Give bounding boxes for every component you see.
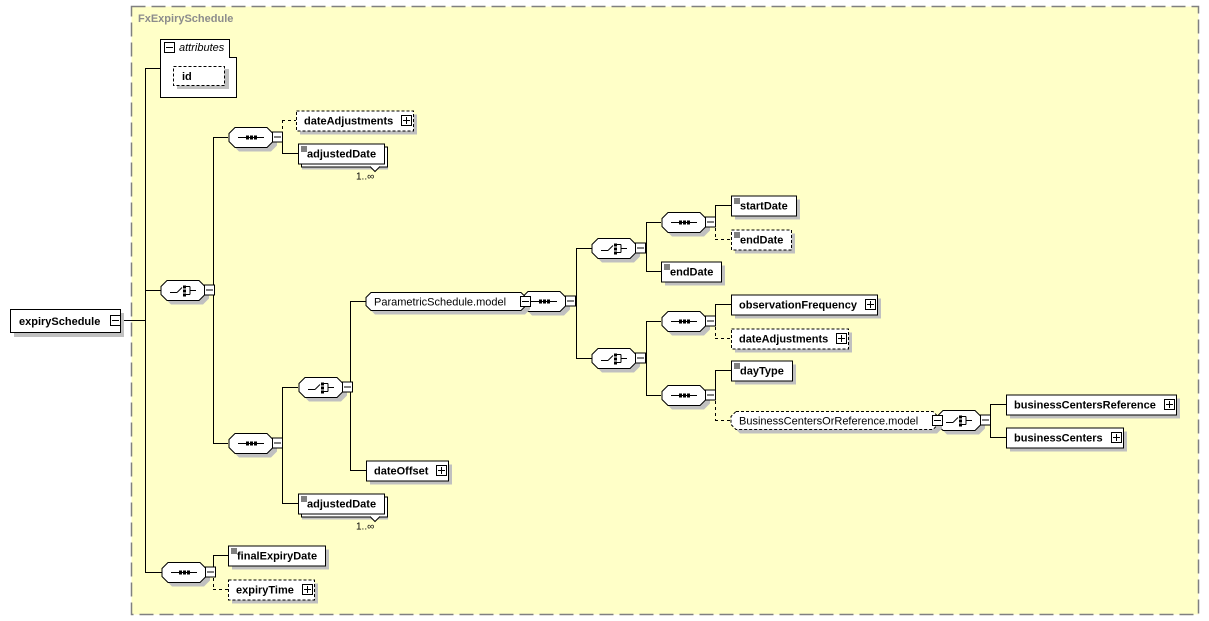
element-expirySchedule[interactable]: expirySchedule [10, 309, 125, 338]
element-businessCenters[interactable]: businessCenters [1006, 427, 1128, 452]
simple-type-icon [734, 363, 740, 369]
svg-text:adjustedDate: adjustedDate [307, 499, 376, 511]
collapse-icon[interactable] [204, 284, 215, 296]
svg-text:BusinessCentersOrReference.mod: BusinessCentersOrReference.model [739, 416, 918, 428]
sequence-compositor[interactable] [228, 127, 283, 152]
sequence-compositor[interactable] [661, 212, 716, 237]
complex-type-box [130, 5, 1200, 616]
element-businessCentersReference[interactable]: businessCentersReference [1006, 394, 1181, 419]
element-adjustedDate_bottom[interactable]: adjustedDate 1..∞ [298, 493, 389, 533]
choice-compositor[interactable] [298, 377, 353, 402]
complex-type-label: FxExpirySchedule [138, 13, 233, 25]
choice-compositor[interactable] [591, 238, 646, 263]
expand-icon[interactable] [436, 465, 447, 476]
collapse-icon[interactable] [932, 415, 943, 426]
sequence-compositor[interactable] [521, 291, 576, 316]
collapse-icon[interactable] [705, 216, 716, 228]
collapse-icon[interactable] [635, 242, 646, 254]
cardinality-label: 1..∞ [356, 172, 374, 183]
sequence-compositor[interactable] [161, 562, 216, 587]
attributes-box: attributes id [160, 39, 237, 98]
svg-text:dateAdjustments: dateAdjustments [739, 334, 828, 346]
collapse-icon[interactable] [205, 566, 216, 578]
svg-text:attributes: attributes [179, 42, 225, 54]
expand-icon[interactable] [302, 584, 313, 595]
simple-type-icon [301, 146, 307, 152]
svg-text:startDate: startDate [740, 201, 788, 213]
element-dayType[interactable]: dayType [731, 360, 797, 385]
element-endDate_opt[interactable]: endDate [731, 229, 796, 254]
sequence-compositor[interactable] [228, 433, 283, 458]
collapse-icon[interactable] [980, 414, 991, 426]
collapse-icon[interactable] [272, 131, 283, 143]
svg-text:finalExpiryDate: finalExpiryDate [237, 551, 317, 563]
sequence-compositor[interactable] [661, 311, 716, 336]
collapse-icon[interactable] [520, 296, 531, 307]
svg-text:businessCenters: businessCenters [1014, 433, 1103, 445]
svg-text:expirySchedule: expirySchedule [19, 316, 100, 328]
simple-type-icon [734, 232, 740, 238]
element-observationFrequency[interactable]: observationFrequency [731, 294, 882, 319]
element-expiryTime[interactable]: expiryTime [228, 579, 319, 604]
svg-text:id: id [182, 71, 192, 83]
svg-text:observationFrequency: observationFrequency [739, 300, 858, 312]
choice-compositor[interactable] [591, 348, 646, 373]
sequence-compositor[interactable] [661, 385, 716, 410]
svg-text:dateOffset: dateOffset [374, 466, 429, 478]
svg-text:adjustedDate: adjustedDate [307, 149, 376, 161]
element-finalExpiryDate[interactable]: finalExpiryDate [228, 545, 330, 570]
collapse-icon[interactable] [342, 381, 353, 393]
element-parametricSchedule[interactable]: ParametricSchedule.model [365, 292, 531, 315]
collapse-icon[interactable] [164, 42, 175, 53]
svg-text:ParametricSchedule.model: ParametricSchedule.model [374, 297, 506, 309]
expand-icon[interactable] [1111, 432, 1122, 443]
element-businessCentersOrReference[interactable]: BusinessCentersOrReference.model [730, 411, 943, 434]
collapse-icon[interactable] [110, 315, 121, 326]
simple-type-icon [664, 264, 670, 270]
simple-type-icon [301, 496, 307, 502]
svg-text:businessCentersReference: businessCentersReference [1014, 400, 1156, 412]
collapse-icon[interactable] [705, 389, 716, 401]
collapse-icon[interactable] [272, 437, 283, 449]
collapse-icon[interactable] [565, 295, 576, 307]
choice-compositor[interactable] [160, 280, 215, 305]
cardinality-label: 1..∞ [356, 522, 374, 533]
expand-icon[interactable] [1164, 399, 1175, 410]
svg-text:endDate: endDate [670, 267, 713, 279]
collapse-icon[interactable] [635, 352, 646, 364]
svg-text:dateAdjustments: dateAdjustments [304, 116, 393, 128]
element-adjustedDate_top[interactable]: adjustedDate 1..∞ [298, 143, 389, 183]
element-dateOffset[interactable]: dateOffset [366, 460, 453, 485]
expand-icon[interactable] [836, 333, 847, 344]
element-dateAdjustments_mid[interactable]: dateAdjustments [731, 328, 853, 353]
simple-type-icon [231, 548, 237, 554]
svg-text:expiryTime: expiryTime [236, 585, 294, 597]
expand-icon[interactable] [401, 115, 412, 126]
svg-text:dayType: dayType [740, 366, 784, 378]
collapse-icon[interactable] [705, 315, 716, 327]
svg-text:endDate: endDate [740, 235, 783, 247]
element-endDate[interactable]: endDate [661, 261, 726, 286]
element-startDate[interactable]: startDate [731, 195, 801, 220]
expand-icon[interactable] [865, 299, 876, 310]
element-dateAdjustments_top[interactable]: dateAdjustments [296, 110, 418, 135]
simple-type-icon [734, 198, 740, 204]
attribute-id[interactable]: id [173, 66, 230, 90]
